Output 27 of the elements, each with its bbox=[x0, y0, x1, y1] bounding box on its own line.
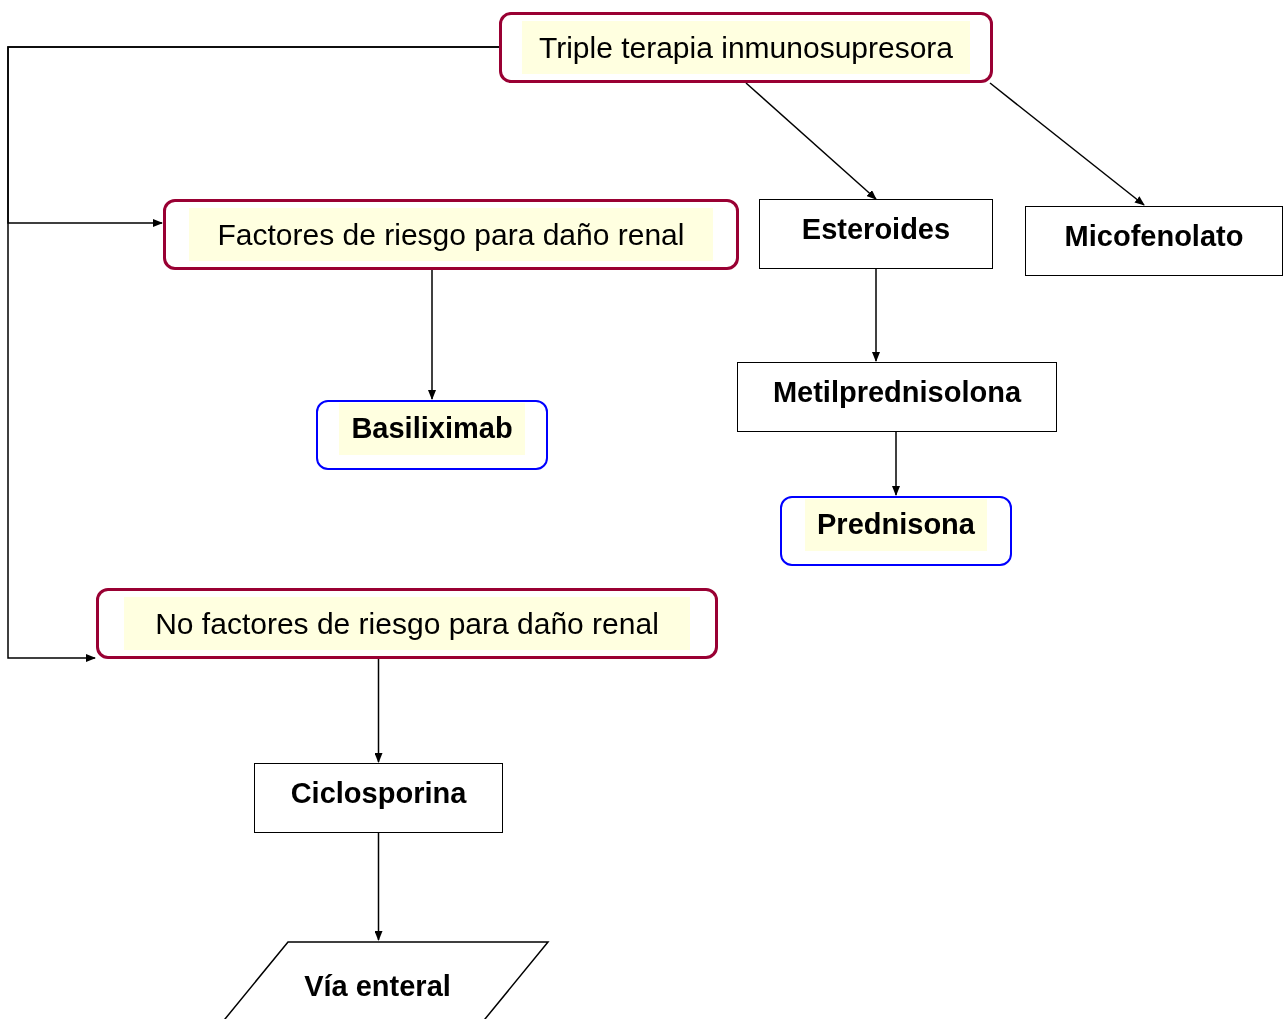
arrow bbox=[374, 658, 383, 763]
node-text: Vía enteral bbox=[304, 970, 451, 1002]
rounded-box bbox=[163, 199, 739, 270]
arrow bbox=[892, 431, 900, 496]
node-text: Micofenolato bbox=[1064, 219, 1244, 254]
node-text: Prednisona bbox=[817, 507, 975, 543]
node-text: Triple terapia inmunosupresora bbox=[538, 30, 954, 66]
arrow bbox=[374, 832, 383, 941]
process-box bbox=[759, 199, 993, 269]
node-text: Metilprednisolona bbox=[772, 375, 1022, 410]
node-text: No factores de riesgo para daño renal bbox=[155, 606, 659, 642]
node-text: Basiliximab bbox=[351, 411, 513, 447]
arrow bbox=[872, 268, 880, 362]
node-text: Esteroides bbox=[801, 212, 951, 247]
process-box bbox=[737, 362, 1057, 432]
rounded-box bbox=[780, 496, 1012, 566]
node-text: Factores de riesgo para daño renal bbox=[217, 217, 685, 253]
rounded-box bbox=[316, 400, 548, 470]
arrow bbox=[428, 269, 436, 400]
rounded-box bbox=[96, 588, 718, 659]
arrow bbox=[7, 46, 500, 662]
process-box bbox=[254, 763, 503, 833]
arrow bbox=[989, 82, 1145, 206]
process-box bbox=[1025, 206, 1283, 276]
rounded-box bbox=[499, 12, 993, 83]
arrow bbox=[745, 82, 877, 200]
node-text: Ciclosporina bbox=[290, 776, 467, 811]
